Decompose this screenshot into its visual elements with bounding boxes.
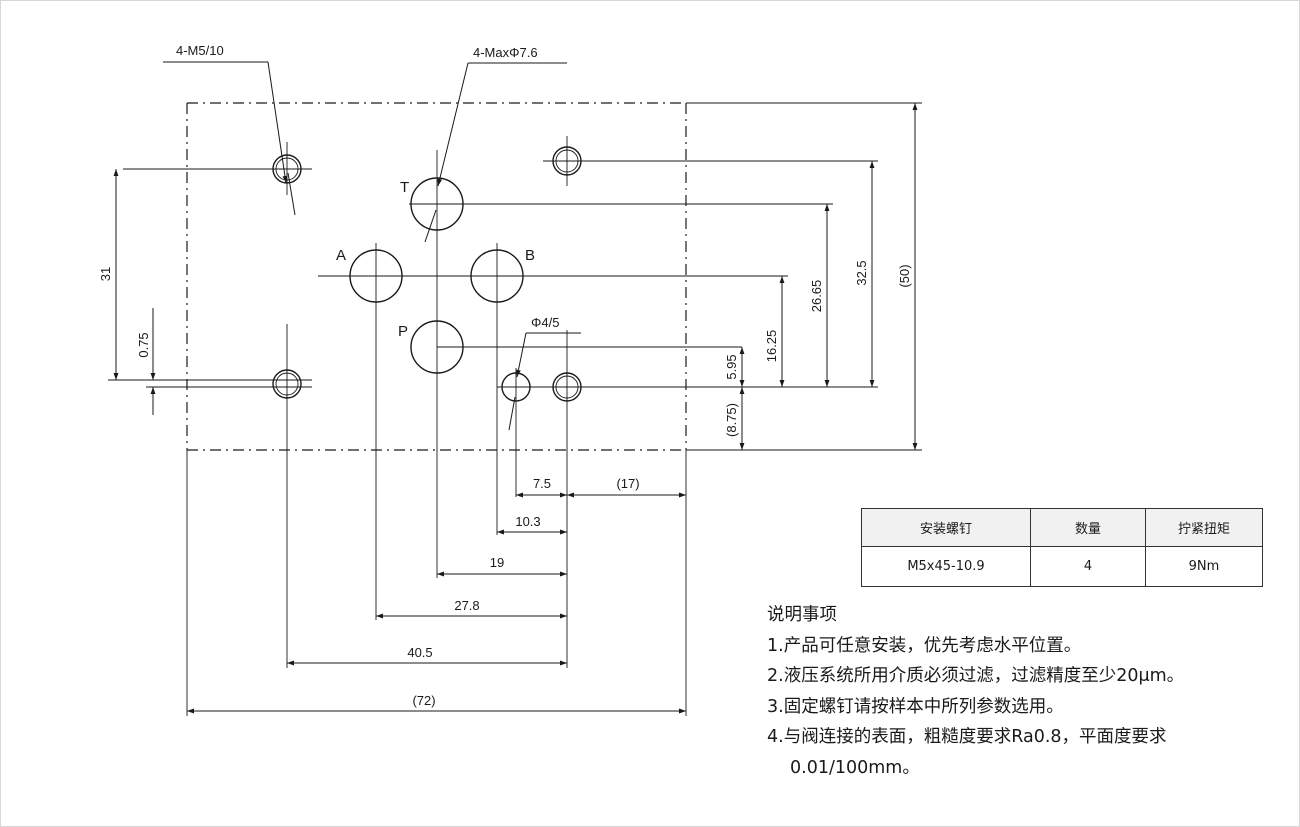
- table-row: M5x45-10.9 4 9Nm: [861, 546, 1263, 587]
- screw-hole-bottom-right: [552, 372, 582, 402]
- dim-32-5: 32.5: [854, 260, 869, 285]
- horizontal-dimensions: [187, 492, 686, 714]
- table-cell: 9Nm: [1145, 546, 1263, 587]
- dim-31: 31: [98, 267, 113, 281]
- port-hole-callout: 4-MaxΦ7.6: [473, 45, 538, 60]
- table-header-row: 安装螺钉 数量 拧紧扭矩: [861, 508, 1263, 547]
- dim-8-75: (8.75): [724, 403, 739, 437]
- notes-section: 说明事项 1.产品可任意安装，优先考虑水平位置。 2.液压系统所用介质必须过滤，…: [767, 600, 1184, 783]
- dim-26-65: 26.65: [809, 280, 824, 313]
- note-item: 3.固定螺钉请按样本中所列参数选用。: [767, 696, 1064, 717]
- note-item: 0.01/100mm。: [790, 757, 920, 778]
- leaders: [163, 61, 581, 431]
- port-b-label: B: [525, 247, 535, 264]
- table-cell: M5x45-10.9: [861, 546, 1031, 587]
- center-lines: [108, 102, 922, 716]
- port-t-label: T: [400, 179, 409, 196]
- pin-hole-callout: Φ4/5: [531, 315, 559, 330]
- screw-hole-bottom-left: [272, 369, 302, 399]
- dim-50: (50): [897, 264, 912, 287]
- note-item: 1.产品可任意安装，优先考虑水平位置。: [767, 635, 1082, 656]
- port-a: [349, 249, 403, 303]
- dim-72: (72): [412, 693, 435, 708]
- dim-40-5: 40.5: [407, 645, 432, 660]
- table-header: 数量: [1030, 508, 1146, 547]
- table-cell: 4: [1030, 546, 1146, 587]
- notes-title: 说明事项: [767, 605, 837, 625]
- port-t: [410, 177, 464, 231]
- screw-hole-callout: 4-M5/10: [176, 43, 224, 58]
- screw-hole-top-right: [552, 146, 582, 176]
- screw-spec-table: 安装螺钉 数量 拧紧扭矩 M5x45-10.9 4 9Nm: [861, 508, 1263, 587]
- port-a-label: A: [336, 247, 346, 264]
- port-p: [410, 320, 464, 374]
- vertical-dimensions: [113, 103, 918, 450]
- mounting-outline: [186, 102, 687, 451]
- port-b: [470, 249, 524, 303]
- table-header: 安装螺钉: [861, 508, 1031, 547]
- table-header: 拧紧扭矩: [1145, 508, 1263, 547]
- pin-hole: [501, 372, 531, 402]
- port-p-label: P: [398, 323, 408, 340]
- dim-7-5: 7.5: [533, 476, 551, 491]
- screw-hole-top-left: [272, 154, 302, 184]
- dim-5-95: 5.95: [724, 354, 739, 379]
- dim-17: (17): [616, 476, 639, 491]
- note-item: 2.液压系统所用介质必须过滤，过滤精度至少20μm。: [767, 666, 1185, 686]
- note-item: 4.与阀连接的表面，粗糙度要求Ra0.8，平面度要求: [767, 727, 1167, 747]
- holes: [272, 146, 582, 402]
- dim-27-8: 27.8: [454, 598, 479, 613]
- dim-10-3: 10.3: [515, 514, 540, 529]
- dim-19: 19: [490, 555, 504, 570]
- dim-16-25: 16.25: [764, 330, 779, 363]
- dim-0-75: 0.75: [136, 332, 151, 357]
